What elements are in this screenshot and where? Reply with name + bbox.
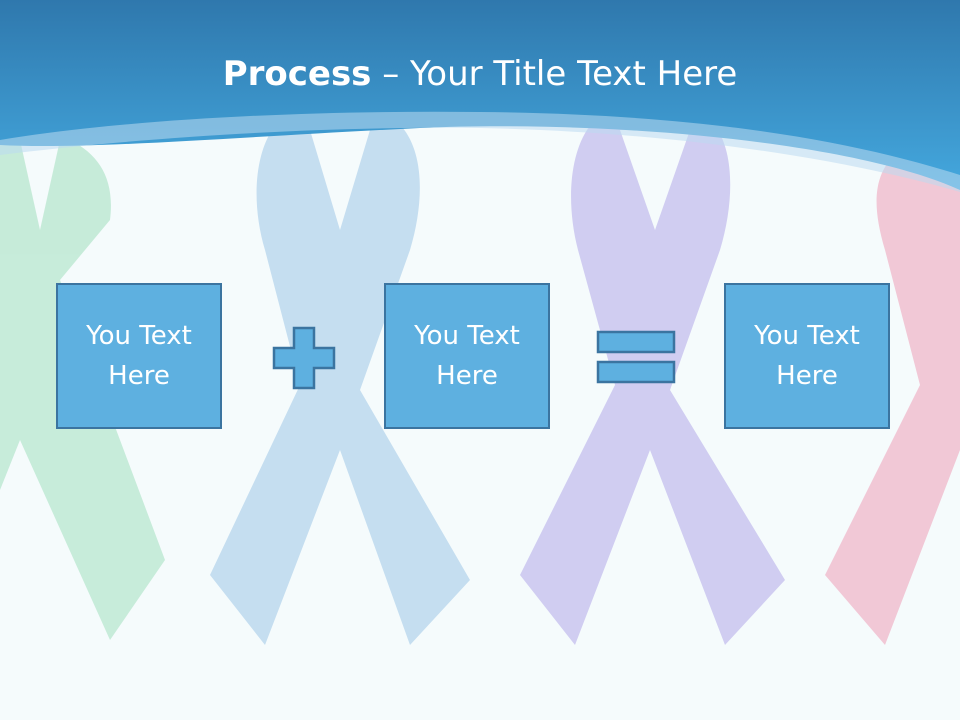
header-arc (0, 111, 960, 192)
text-box-2-label: You Text Here (414, 321, 520, 391)
text-box-1[interactable]: You Text Here (56, 283, 222, 429)
equals-icon (596, 330, 676, 384)
text-box-3-label: You Text Here (754, 321, 860, 391)
text-box-1-label: You Text Here (86, 321, 192, 391)
header-band (0, 0, 960, 190)
pink-ribbon-icon (825, 136, 960, 645)
title-rest: – Your Title Text Here (371, 54, 738, 94)
text-box-3[interactable]: You Text Here (724, 283, 890, 429)
text-box-2[interactable]: You Text Here (384, 283, 550, 429)
blue-ribbon-icon (210, 105, 470, 645)
slide-title: Process – Your Title Text Here (0, 52, 960, 96)
plus-icon (272, 326, 336, 390)
title-bold: Process (222, 54, 372, 94)
